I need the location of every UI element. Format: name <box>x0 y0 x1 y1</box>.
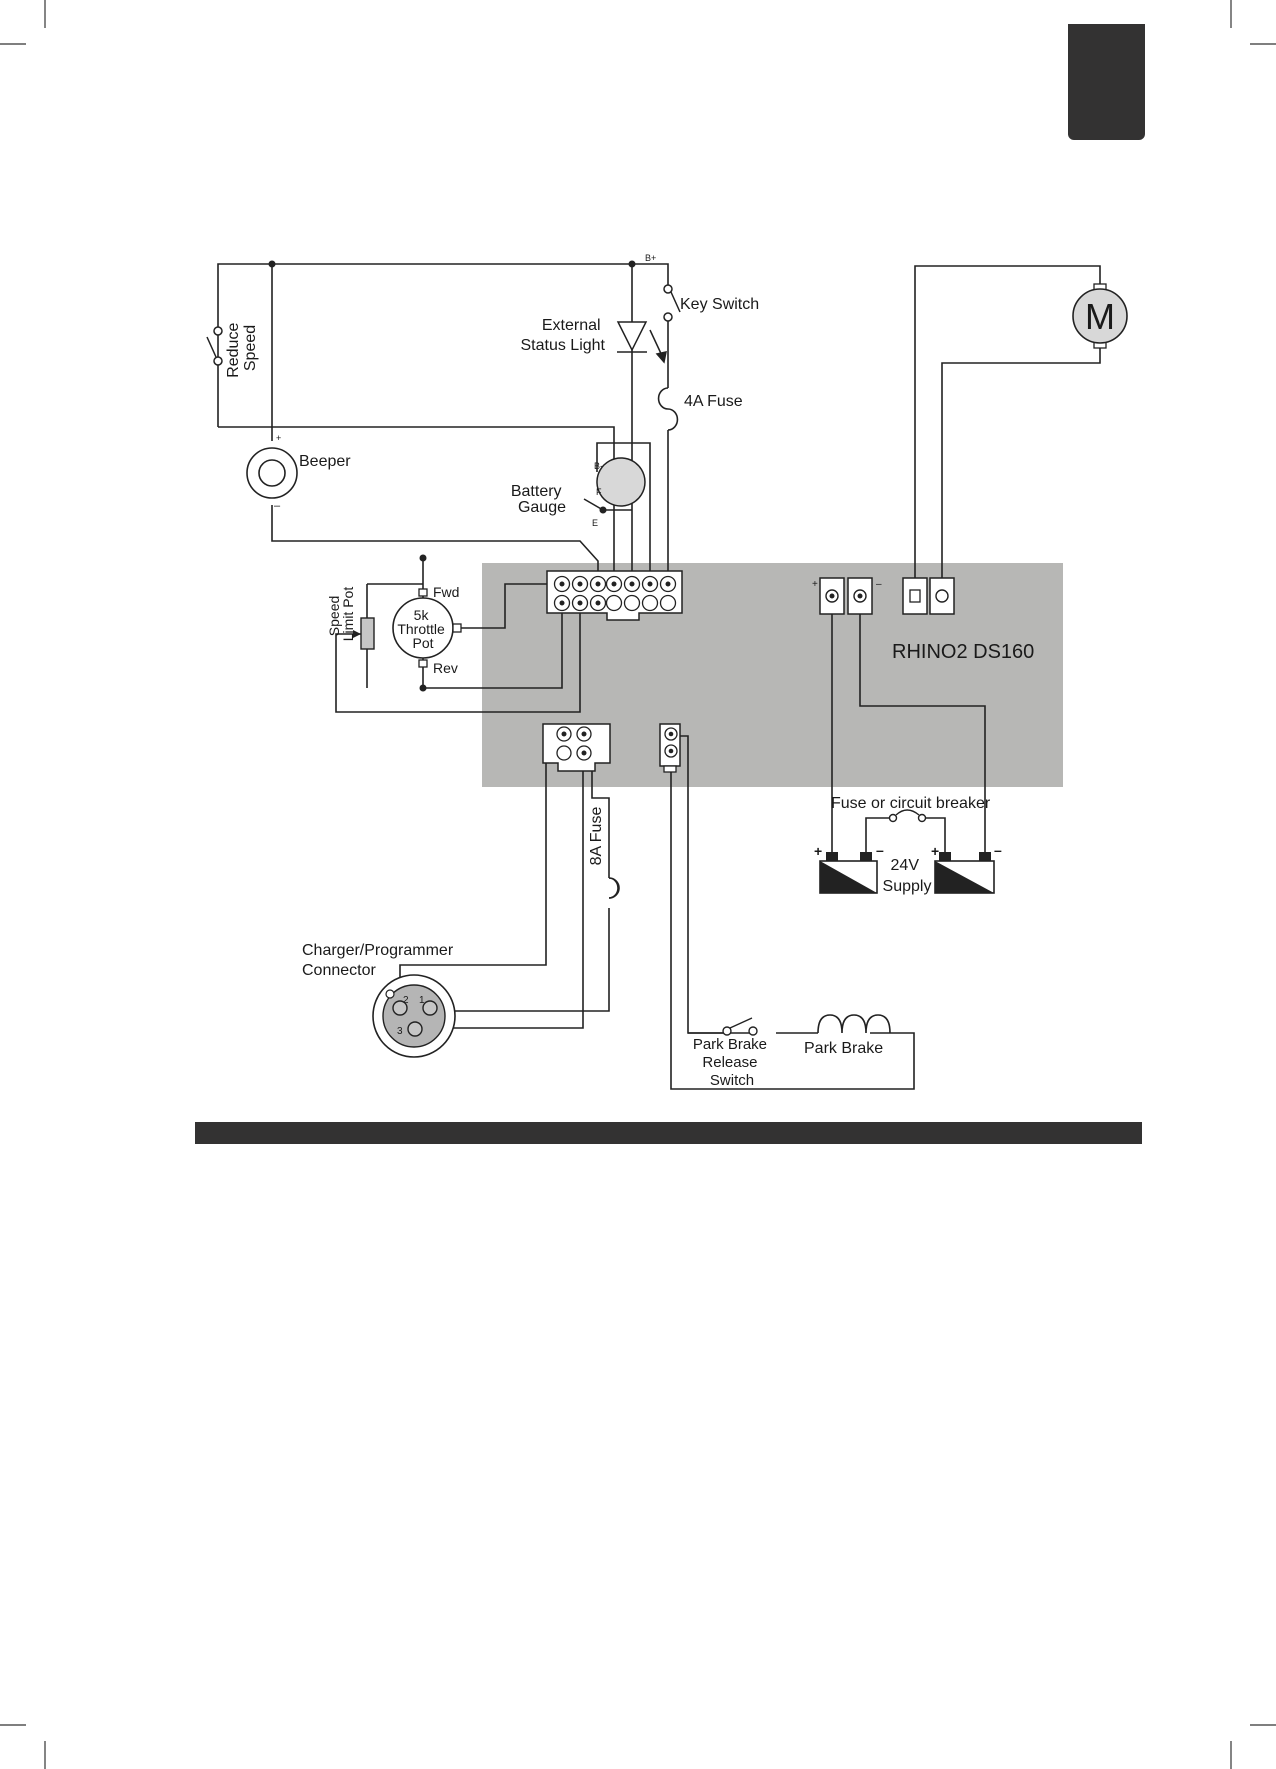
fwd-label: Fwd <box>433 584 459 600</box>
battery-gauge-icon <box>597 458 645 506</box>
key-switch-label: Key Switch <box>680 296 759 313</box>
supply-label: 24V Supply <box>883 857 932 895</box>
pin-2-label: 2 <box>403 995 409 1006</box>
reduce-speed-label: Reduce Speed <box>225 318 259 378</box>
fuse-breaker-label: Fuse or circuit breaker <box>831 795 991 812</box>
speed-limit-pot-label: Speed Limit Pot <box>326 587 356 642</box>
pin-1-label: 1 <box>419 995 425 1006</box>
key-switch <box>664 285 680 321</box>
gauge-f: F <box>596 487 602 497</box>
terminal-plus: + <box>812 579 818 590</box>
battery-right-minus: – <box>994 842 1002 858</box>
status-light-icon <box>617 322 666 362</box>
battery-left-icon <box>820 852 877 893</box>
status-light-label: External Status Light <box>521 317 606 354</box>
b-plus-label: B+ <box>645 253 656 263</box>
controller-label: RHINO2 DS160 <box>892 641 1034 663</box>
charger-connector-label: Charger/Programmer Connector <box>302 942 458 979</box>
fuse-4a-icon <box>659 388 678 430</box>
beeper-minus: – <box>274 500 281 512</box>
fuse-8a-label: 8A Fuse <box>588 807 605 866</box>
rev-label: Rev <box>433 660 458 676</box>
terminal-minus: – <box>876 579 882 590</box>
battery-right-icon <box>935 852 994 893</box>
reduce-speed-switch <box>207 327 222 365</box>
speed-limit-pot-icon <box>361 618 374 649</box>
beeper-label: Beeper <box>299 453 351 470</box>
fuse-4a-label: 4A Fuse <box>684 393 743 410</box>
battery-gauge-label: Battery Gauge <box>511 483 566 516</box>
park-brake-coil-icon <box>818 1015 890 1033</box>
motor-label: M <box>1085 296 1115 337</box>
battery-right-plus: + <box>931 843 939 859</box>
charger-socket-icon <box>373 975 455 1057</box>
gauge-e: E <box>592 518 598 528</box>
battery-left-plus: + <box>814 843 822 859</box>
beeper-icon <box>247 448 297 498</box>
battery-left-minus: – <box>876 842 884 858</box>
beeper-plus: + <box>276 433 281 443</box>
main-connector <box>547 571 682 620</box>
pin-3-label: 3 <box>397 1026 403 1037</box>
park-brake-label: Park Brake <box>804 1040 883 1057</box>
gauge-b-minus: B- <box>594 461 603 471</box>
park-brake-port-connector <box>660 724 680 772</box>
park-brake-switch-label: Park Brake Release Switch <box>693 1036 771 1089</box>
